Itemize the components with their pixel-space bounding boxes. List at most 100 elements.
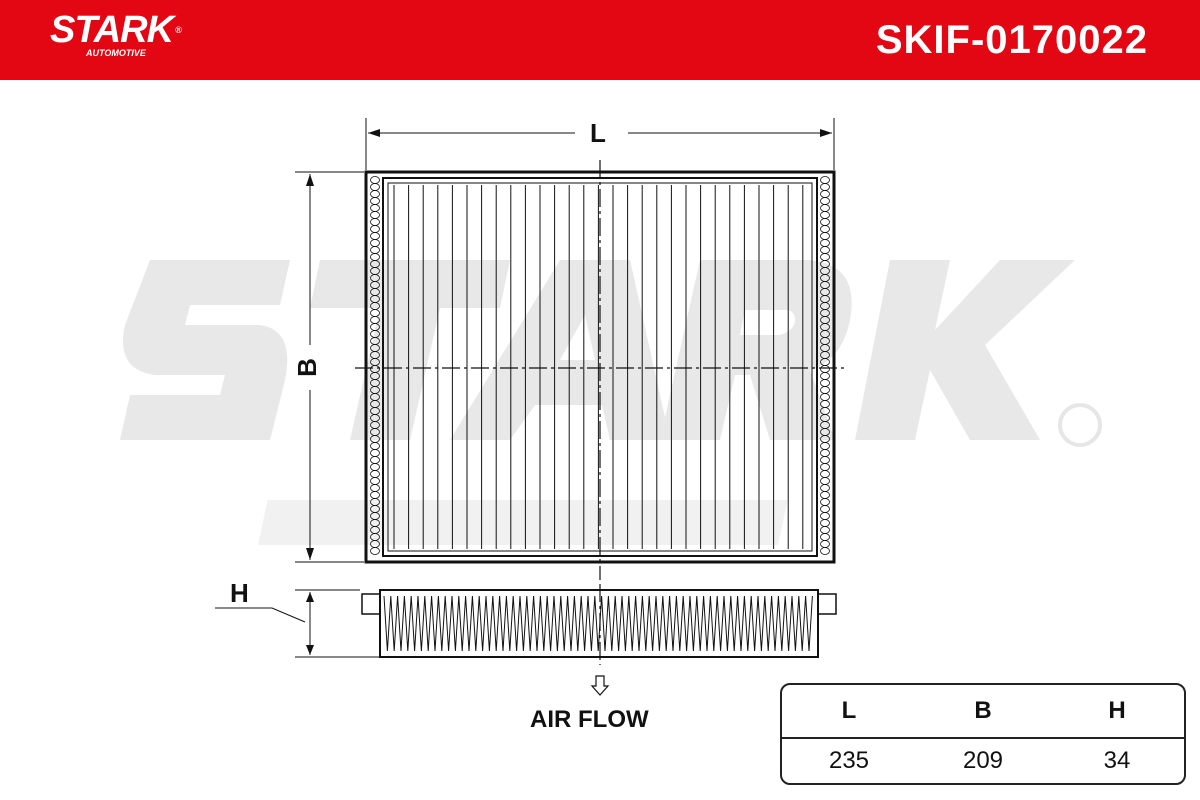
seal-cell — [820, 540, 830, 548]
seal-cell — [820, 526, 830, 534]
seal-cell — [820, 281, 830, 289]
table-value-b: 209 — [962, 747, 1004, 774]
seal-cell — [820, 197, 830, 205]
seal-cell — [820, 414, 830, 422]
seal-cell — [370, 477, 380, 485]
seal-cell — [820, 505, 830, 513]
seal-cell — [370, 421, 380, 429]
seal-cell — [370, 484, 380, 492]
seal-cell — [370, 526, 380, 534]
seal-cell — [370, 344, 380, 352]
table-header-b: B — [916, 685, 1050, 739]
seal-cell — [370, 288, 380, 296]
seal-cell — [370, 414, 380, 422]
seal-cell — [370, 190, 380, 198]
seal-cell — [370, 281, 380, 289]
seal-cell — [820, 330, 830, 338]
brand-name: STARK — [50, 9, 174, 51]
seal-cell — [370, 463, 380, 471]
table-header-l: L — [782, 685, 916, 739]
seal-cell — [370, 498, 380, 506]
seal-cell — [370, 407, 380, 415]
seal-cell — [370, 218, 380, 226]
seal-cell — [370, 400, 380, 408]
table-value-l: 235 — [828, 747, 870, 774]
seal-cell — [820, 428, 830, 436]
dimension-label-l: L — [590, 118, 606, 148]
seal-cell — [370, 211, 380, 219]
seal-cell — [370, 323, 380, 331]
seal-cell — [820, 190, 830, 198]
seal-cell — [370, 176, 380, 184]
seal-cell — [820, 183, 830, 191]
seal-cell — [370, 428, 380, 436]
seal-cell — [370, 204, 380, 212]
seal-cell — [820, 232, 830, 240]
seal-cell — [820, 456, 830, 464]
seal-cell — [370, 302, 380, 310]
seal-cell — [820, 421, 830, 429]
seal-cell — [370, 239, 380, 247]
seal-cell — [370, 379, 380, 387]
seal-cell — [820, 533, 830, 541]
seal-cell — [820, 484, 830, 492]
seal-cell — [820, 477, 830, 485]
part-number: SKIF-0170022 — [875, 18, 1148, 62]
seal-cell — [820, 267, 830, 275]
seal-cell — [820, 400, 830, 408]
seal-cell — [820, 547, 830, 555]
seal-cell — [820, 295, 830, 303]
seal-cell — [820, 463, 830, 471]
seal-cell — [820, 372, 830, 380]
seal-cell — [820, 309, 830, 317]
seal-cell — [820, 211, 830, 219]
seal-cell — [820, 274, 830, 282]
seal-cell — [820, 204, 830, 212]
seal-cell — [820, 218, 830, 226]
seal-cell — [370, 295, 380, 303]
dimension-label-h: H — [230, 578, 249, 608]
seal-cell — [370, 470, 380, 478]
seal-cell — [820, 176, 830, 184]
header-bar: STARK® AUTOMOTIVE SKIF-0170022 — [0, 0, 1200, 80]
seal-cell — [820, 470, 830, 478]
table-value-h: 34 — [1103, 747, 1131, 774]
seal-cell — [820, 393, 830, 401]
seal-cell — [820, 379, 830, 387]
seal-cell — [370, 540, 380, 548]
seal-cell — [820, 449, 830, 457]
seal-cell — [370, 309, 380, 317]
seal-cell — [820, 386, 830, 394]
seal-cell — [820, 253, 830, 261]
seal-cell — [370, 533, 380, 541]
seal-cell — [820, 519, 830, 527]
seal-cell — [820, 358, 830, 366]
airflow-label: AIR FLOW — [530, 706, 649, 733]
seal-cell — [370, 183, 380, 191]
seal-cell — [820, 316, 830, 324]
seal-cell — [820, 512, 830, 520]
dimensions-table: L B H 235 209 34 — [780, 683, 1186, 785]
seal-cell — [370, 505, 380, 513]
seal-cell — [820, 288, 830, 296]
seal-cell — [820, 442, 830, 450]
seal-cell — [820, 407, 830, 415]
seal-cell — [370, 330, 380, 338]
seal-cell — [370, 393, 380, 401]
seal-cell — [370, 456, 380, 464]
seal-cell — [820, 337, 830, 345]
seal-cell — [820, 351, 830, 359]
seal-cell — [820, 246, 830, 254]
seal-cell — [370, 267, 380, 275]
brand-subtitle: AUTOMOTIVE — [86, 48, 146, 58]
seal-cell — [820, 435, 830, 443]
seal-cell — [820, 498, 830, 506]
seal-cell — [370, 449, 380, 457]
seal-cell — [820, 491, 830, 499]
seal-cell — [820, 323, 830, 331]
brand-logo: STARK® AUTOMOTIVE — [50, 9, 182, 58]
seal-cell — [820, 225, 830, 233]
seal-cell — [370, 358, 380, 366]
seal-cell — [370, 435, 380, 443]
